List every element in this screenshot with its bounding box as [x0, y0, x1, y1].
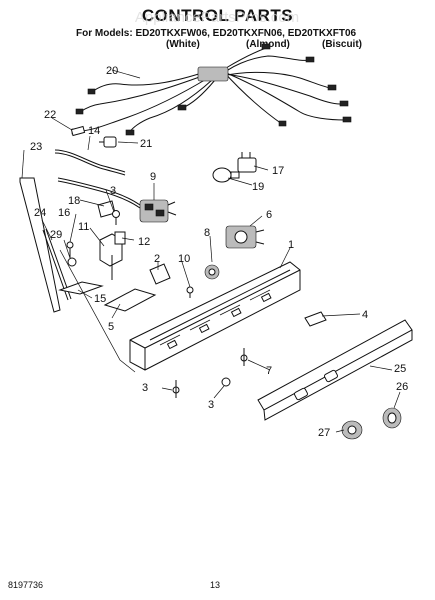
callout-11: 11: [78, 221, 89, 233]
light-bulb: [212, 167, 240, 183]
callout-27: 27: [318, 427, 330, 439]
callout-7: 7: [266, 365, 272, 377]
control-knob: [341, 420, 363, 440]
screw: [172, 380, 180, 398]
callout-26: 26: [396, 381, 408, 393]
callout-24: 24: [34, 207, 46, 219]
callout-14: 14: [88, 125, 100, 137]
callout-6: 6: [266, 209, 272, 221]
plug-connector: [99, 136, 117, 148]
watermark: AppliancePartsPros.com: [135, 9, 299, 26]
housing-clip: [304, 311, 327, 327]
control-housing: [129, 261, 301, 371]
callout-22: 22: [44, 109, 56, 121]
callout-8: 8: [204, 227, 210, 239]
callout-17: 17: [272, 165, 284, 177]
control-knob: [382, 407, 402, 429]
mounting-bracket: [103, 288, 157, 312]
control-assembly: [225, 225, 265, 249]
callout-9: 9: [150, 171, 156, 183]
callout-12: 12: [138, 236, 150, 248]
model-list: For Models: ED20TKXFW06, ED20TKXFN06, ED…: [76, 28, 357, 39]
callout-15: 15: [94, 293, 106, 305]
sensor-tube: [54, 149, 126, 173]
screw: [221, 377, 231, 387]
callout-3a: 3: [110, 185, 116, 197]
harness-clip: [70, 125, 86, 137]
callout-2: 2: [154, 253, 160, 265]
screw: [240, 348, 248, 366]
callout-10: 10: [178, 253, 190, 265]
thermostat: [139, 199, 177, 223]
callout-5: 5: [108, 321, 114, 333]
callout-21: 21: [140, 138, 152, 150]
color-white: (White): [166, 39, 200, 50]
switch-assembly: [99, 231, 126, 280]
wire-harness: [71, 43, 352, 136]
callout-3b: 3: [142, 382, 148, 394]
screw: [112, 210, 120, 225]
front-panel: [257, 319, 413, 421]
callout-1: 1: [288, 239, 294, 251]
knob: [204, 264, 220, 280]
callout-16: 16: [58, 207, 70, 219]
callout-29: 29: [50, 229, 62, 241]
lamp-socket: [237, 152, 257, 173]
callout-19: 19: [252, 181, 264, 193]
screw: [186, 286, 194, 294]
control-rod: [19, 177, 61, 313]
callout-4: 4: [362, 309, 368, 321]
callout-3c: 3: [208, 399, 214, 411]
page-title: CONTROL PARTS: [141, 6, 294, 25]
callout-25: 25: [394, 363, 406, 375]
callout-23: 23: [30, 141, 42, 153]
callout-20: 20: [106, 65, 118, 77]
doc-number: 8197736: [8, 580, 44, 590]
switch-part: [149, 263, 171, 285]
page-number: 13: [210, 580, 221, 590]
callout-18: 18: [68, 195, 80, 207]
color-biscuit: (Biscuit): [322, 39, 362, 50]
